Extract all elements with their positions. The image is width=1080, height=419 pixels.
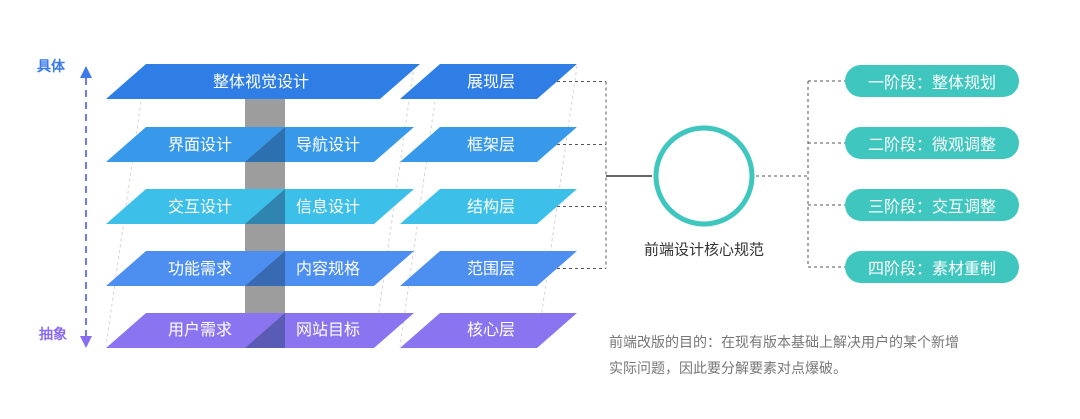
redesign-note-line-1: 前端改版的目的：在现有版本基础上解决用户的某个新增 [609,335,959,351]
layer-0-level-plane [400,64,577,99]
layer-1-left-plane [106,127,285,162]
core-spec-label: 前端设计核心规范 [643,240,765,259]
stage-pill-2: 二阶段：微观调整 [845,127,1019,159]
guide-line-1 [373,65,415,347]
layer-2-right-label: 信息设计 [295,197,361,216]
stage-pill-4-label: 四阶段：素材重制 [867,259,996,278]
layer-4-shade [245,313,285,348]
layer-3-left-plane [106,251,285,286]
layer-4-right-plane [245,313,414,348]
layer-3-level-plane [400,251,577,286]
stage-pill-3-label: 三阶段：交互调整 [867,197,996,216]
layer-1-left-label: 界面设计 [167,135,233,154]
layer-3-right-plane [245,251,414,286]
guide-line-0 [105,65,147,347]
layer-0-plane [106,64,420,99]
layer-3-right-label: 内容规格 [295,259,361,278]
redesign-note-line-2: 实际问题，因此要分解要素对点爆破。 [609,361,847,377]
layer-4-level-plane [400,313,577,348]
layer-2-right-plane [245,189,414,224]
stage-pill-2-label: 二阶段：微观调整 [867,135,996,154]
layer-1-right-label: 导航设计 [295,135,361,154]
layer-3-left-label: 功能需求 [167,259,233,278]
layer-2-level-plane [400,189,577,224]
guide-line-2 [399,65,441,347]
layer-1-right-plane [245,127,414,162]
layer-1-shade [245,127,285,162]
layer-1-level-label: 框架层 [466,135,516,154]
stage-pill-3: 三阶段：交互调整 [845,189,1019,221]
layer-2-shade [245,189,285,224]
layer-0-level-label: 展现层 [466,72,516,91]
layer-4-level-label: 核心层 [466,320,516,339]
layer-2-left-label: 交互设计 [167,197,233,216]
stage-pill-4: 四阶段：素材重制 [845,251,1019,283]
stage-pill-1: 一阶段：整体规划 [845,65,1019,97]
stage-pill-1-label: 一阶段：整体规划 [867,73,996,92]
axis-top-label: 具体 [37,59,65,75]
layer-0-left-label: 整体视觉设计 [212,72,310,91]
layer-4-right-label: 网站目标 [295,320,361,339]
layer-3-level-label: 范围层 [466,259,516,278]
layer-4-left-label: 用户需求 [167,320,233,339]
layer-2-level-label: 结构层 [466,197,516,216]
layer-3-shade [245,251,285,286]
axis-arrow-up-icon [80,66,92,78]
layer-2-left-plane [106,189,285,224]
axis-bottom-label: 抽象 [39,327,67,343]
core-ring-icon [653,125,755,227]
axis-arrow-down-icon [80,336,92,348]
redesign-note: 前端改版的目的：在现有版本基础上解决用户的某个新增 实际问题，因此要分解要素对点… [609,330,1009,382]
layer-1-level-plane [400,127,577,162]
guide-line-3 [536,65,578,347]
layer-4-left-plane [106,313,285,348]
